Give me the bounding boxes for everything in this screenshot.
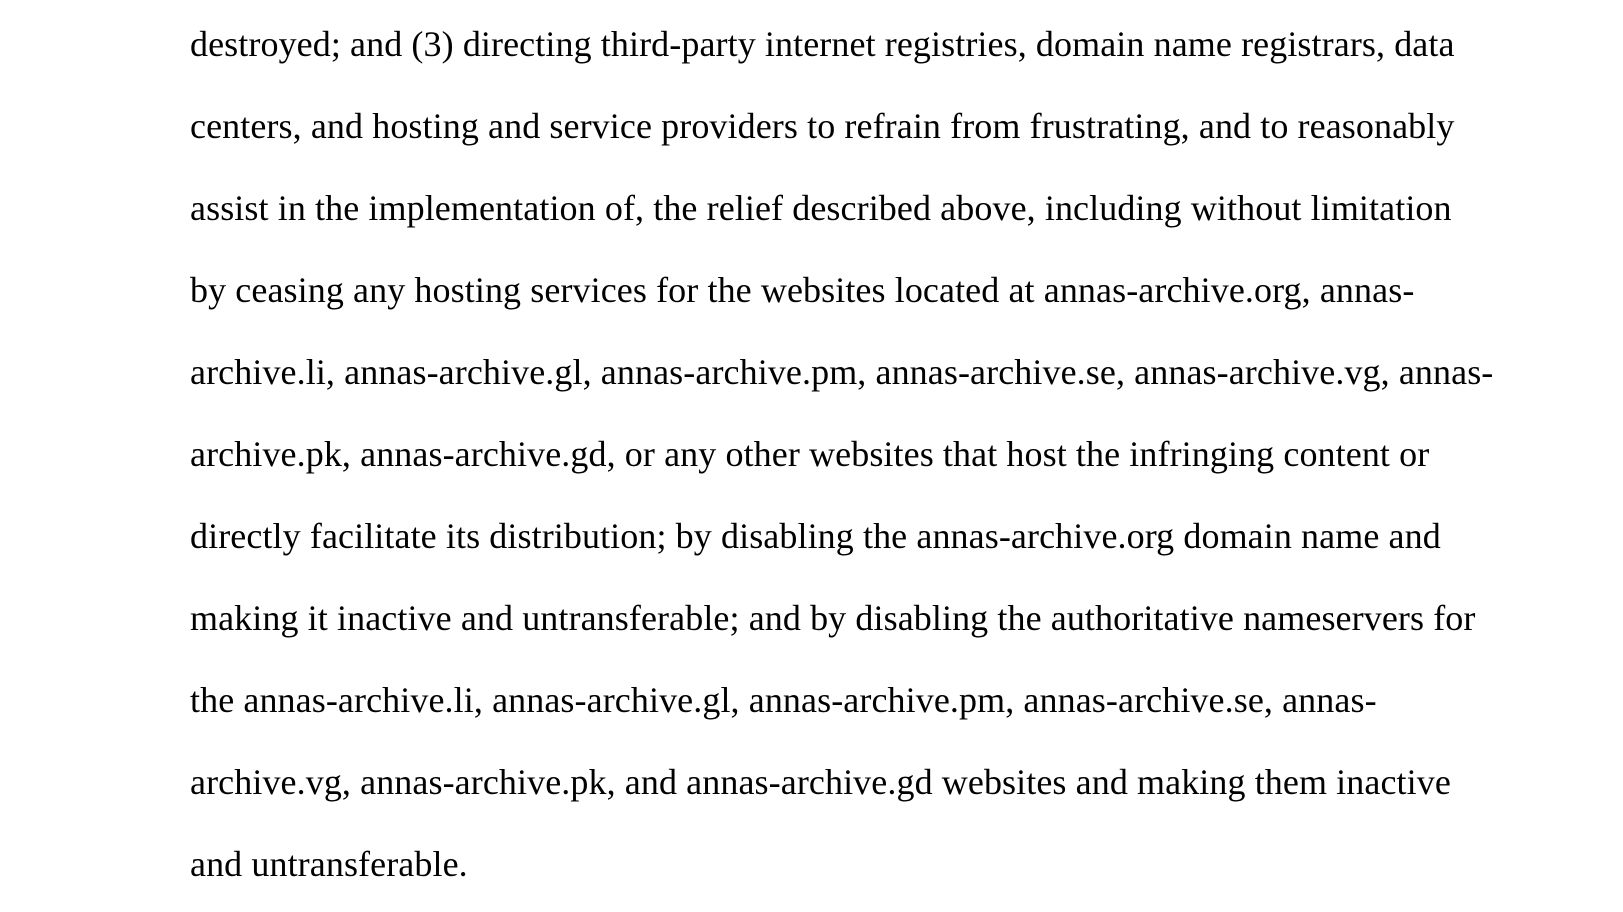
document-line: directly facilitate its distribution; by… xyxy=(190,516,1441,556)
document-line: archive.vg, annas-archive.pk, and annas-… xyxy=(190,762,1451,802)
document-line: by ceasing any hosting services for the … xyxy=(190,270,1415,310)
document-line: assist in the implementation of, the rel… xyxy=(190,188,1452,228)
document-line: archive.pk, annas-archive.gd, or any oth… xyxy=(190,434,1430,474)
document-line: archive.li, annas-archive.gl, annas-arch… xyxy=(190,352,1494,392)
document-line: making it inactive and untransferable; a… xyxy=(190,598,1476,638)
document-line: the annas-archive.li, annas-archive.gl, … xyxy=(190,680,1377,720)
document-line: destroyed; and (3) directing third-party… xyxy=(190,24,1455,64)
document-line: centers, and hosting and service provide… xyxy=(190,106,1455,146)
document-line: and untransferable. xyxy=(190,844,468,884)
document-paragraph: destroyed; and (3) directing third-party… xyxy=(190,3,1493,905)
